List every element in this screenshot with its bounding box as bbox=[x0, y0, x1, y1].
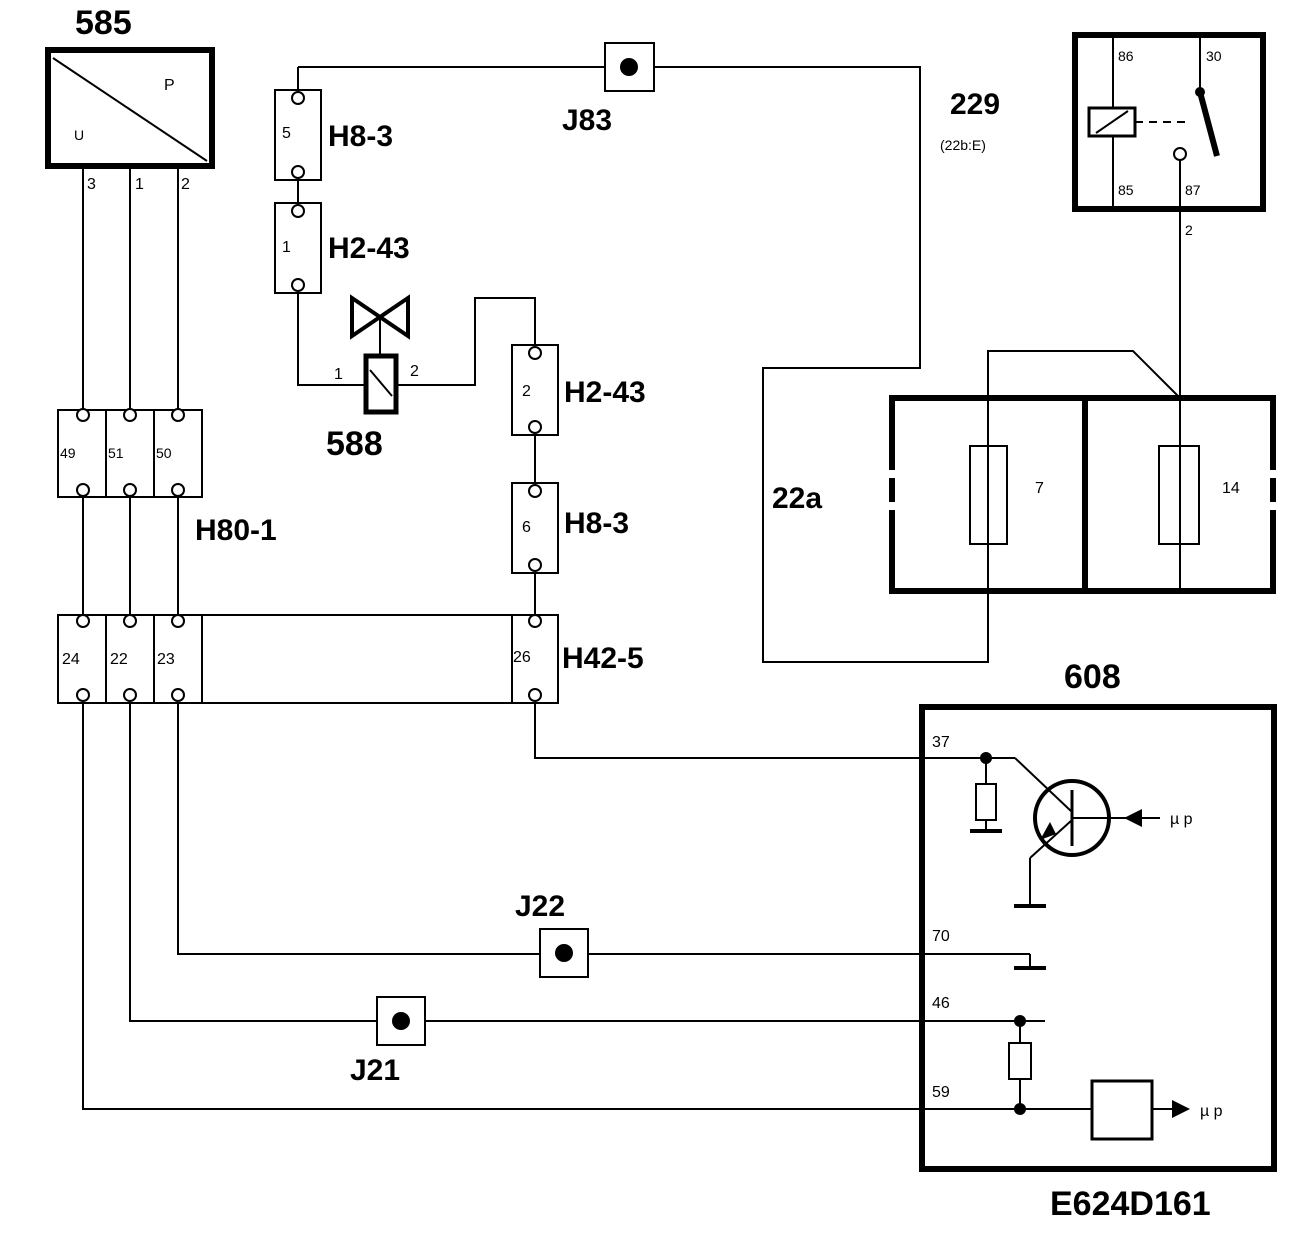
connector-h80-1: 49 51 50 H80-1 bbox=[57, 408, 277, 547]
pin-1: 1 bbox=[334, 366, 343, 383]
pin-49: 49 bbox=[60, 445, 76, 461]
pin-26: 26 bbox=[513, 649, 531, 666]
label-608: 608 bbox=[1064, 658, 1121, 696]
connector-h2-43-mid: 2 H2-43 bbox=[511, 344, 646, 436]
pin-87: 87 bbox=[1185, 182, 1201, 198]
pin-70: 70 bbox=[932, 928, 950, 945]
label-j83: J83 bbox=[562, 104, 612, 137]
pin-37: 37 bbox=[932, 734, 950, 751]
connector-h2-43-top: 1 H2-43 bbox=[274, 202, 410, 294]
junction-j22: J22 bbox=[515, 890, 589, 978]
connector-h8-3-mid: 6 H8-3 bbox=[511, 482, 629, 574]
pin-3: 3 bbox=[87, 176, 96, 193]
pin-1: 1 bbox=[135, 176, 144, 193]
junction-j83: J83 bbox=[562, 42, 655, 137]
pin-23: 23 bbox=[157, 651, 175, 668]
label-h8-3-mid: H8-3 bbox=[564, 507, 629, 540]
connector-h8-3-top: 5 H8-3 bbox=[274, 89, 393, 181]
component-608: 608 37 70 46 59 µ p bbox=[919, 658, 1277, 1172]
pin-59: 59 bbox=[932, 1084, 950, 1101]
connector-h42-5: 24 22 23 26 H42-5 bbox=[57, 614, 644, 704]
fuse-box: 7 14 bbox=[889, 395, 1276, 594]
pin-2: 2 bbox=[522, 383, 531, 400]
label-j21: J21 bbox=[350, 1054, 400, 1087]
pin-2: 2 bbox=[1185, 222, 1193, 238]
pin-2: 2 bbox=[410, 363, 419, 380]
pin-30: 30 bbox=[1206, 48, 1222, 64]
label-j22: J22 bbox=[515, 890, 565, 923]
fuse-label-14: 14 bbox=[1222, 480, 1240, 497]
pin-22: 22 bbox=[110, 651, 128, 668]
label-h2-43-top: H2-43 bbox=[328, 232, 410, 265]
label-u: U bbox=[74, 127, 84, 143]
label-588: 588 bbox=[326, 425, 383, 463]
pin-5: 5 bbox=[282, 125, 291, 142]
pin-6: 6 bbox=[522, 519, 531, 536]
diagram-id: E624D161 bbox=[1050, 1185, 1211, 1223]
label-h80-1: H80-1 bbox=[195, 514, 277, 547]
component-585: 585 U P 3 1 2 bbox=[45, 4, 215, 193]
component-588: 1 2 588 bbox=[326, 294, 419, 463]
junction-j21: J21 bbox=[350, 996, 426, 1087]
pin-50: 50 bbox=[156, 445, 172, 461]
label-h2-43-mid: H2-43 bbox=[564, 376, 646, 409]
pin-24: 24 bbox=[62, 651, 80, 668]
label-mu-p-1: µ p bbox=[1170, 811, 1193, 828]
fuse-label-7: 7 bbox=[1035, 480, 1044, 497]
label-229: 229 bbox=[950, 88, 1000, 121]
pin-46: 46 bbox=[932, 995, 950, 1012]
label-229-ref: (22b:E) bbox=[940, 137, 986, 153]
label-h8-3-top: H8-3 bbox=[328, 120, 393, 153]
pin-85: 85 bbox=[1118, 182, 1134, 198]
pin-1: 1 bbox=[282, 239, 291, 256]
pin-2: 2 bbox=[181, 176, 190, 193]
pin-51: 51 bbox=[108, 445, 124, 461]
label-585: 585 bbox=[75, 4, 132, 42]
wires bbox=[82, 66, 1181, 1110]
label-22a: 22a bbox=[772, 482, 822, 515]
label-mu-p-2: µ p bbox=[1200, 1103, 1223, 1120]
label-h42-5: H42-5 bbox=[562, 642, 644, 675]
label-p: P bbox=[164, 77, 175, 94]
pin-86: 86 bbox=[1118, 48, 1134, 64]
component-229: 229 (22b:E) 86 30 85 87 2 bbox=[940, 32, 1266, 238]
